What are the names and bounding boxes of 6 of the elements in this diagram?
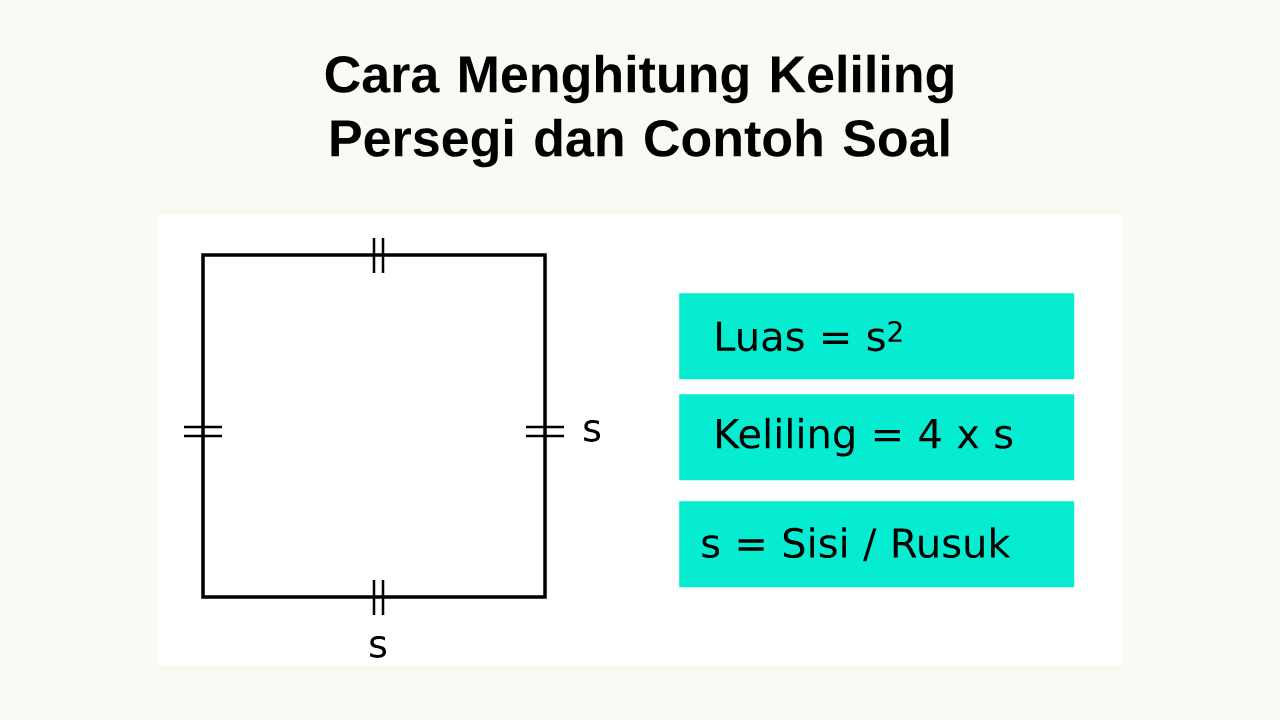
- side-label: s: [370, 636, 387, 658]
- formula-box: s = Sisi / Rusuk: [679, 501, 1075, 588]
- side-label: s: [584, 420, 601, 442]
- formula-box: Luas = s$^{2}$: [679, 293, 1075, 380]
- formula-box: Keliling = 4 x s: [679, 394, 1075, 481]
- title: Cara Menghitung Keliling Persegi dan Contoh Soal: [325, 54, 953, 168]
